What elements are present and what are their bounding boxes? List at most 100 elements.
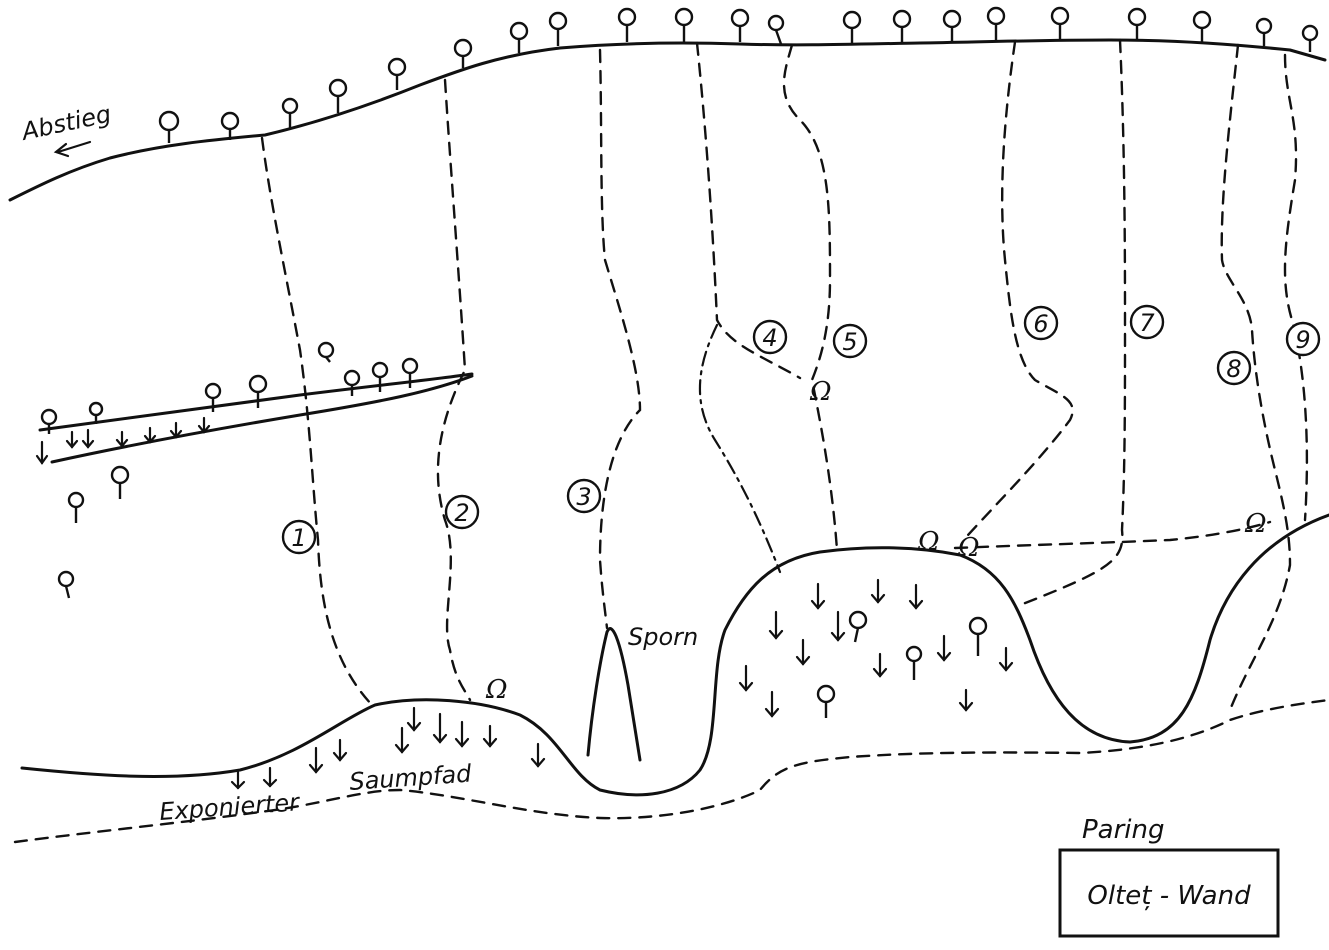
path-label-saumpfad: Saumpfad [348,759,473,796]
route-marker-2: 2 [444,494,480,530]
tree-icon [67,491,85,523]
tree-icon [892,9,912,43]
route-3-line [598,48,642,630]
tree-icon [942,9,962,42]
tree-icon [548,11,568,46]
ledge-trees [40,341,419,599]
route-6-line [966,40,1074,537]
title-box [1058,848,1280,938]
spur-label: Sporn [628,623,698,651]
svg-text:4: 4 [762,324,777,352]
down-arrow-icon [810,582,826,610]
tree-icon [401,357,419,388]
tree-icon [317,341,335,363]
down-arrow-icon [795,638,811,666]
path-label-exposed: Exponierter [158,788,302,826]
tree-icon [767,14,785,45]
down-arrow-icon [394,726,410,754]
lower-terrain-line [20,513,1329,797]
bench-trees [816,610,988,718]
tree-icon [905,645,923,680]
down-arrow-icon [35,440,49,465]
steep-slope-arrows [35,416,1014,790]
tree-icon [110,465,130,499]
down-arrow-icon [308,746,324,774]
tree-icon [387,57,407,90]
belay-symbol: Ω [809,377,832,407]
wall-name-title: Olteț - Wand [1087,881,1251,911]
route-marker-4: 4 [752,319,788,355]
down-arrow-icon [738,664,754,692]
route-marker-7: 7 [1129,304,1165,340]
tree-icon [509,21,529,53]
down-arrow-icon [908,583,924,610]
tree-icon [848,610,868,643]
svg-text:9: 9 [1295,326,1310,354]
belay-symbol: Ω [917,527,940,557]
tree-icon [842,10,862,43]
tree-icon [371,361,389,392]
tree-icon [968,616,988,656]
route-marker-3: 3 [566,478,602,514]
down-arrow-icon [332,738,348,762]
down-arrow-icon [482,724,498,748]
belay-symbol: Ω [1244,509,1267,539]
area-label: Paring [1082,815,1165,845]
ledge-upper-line [38,372,474,432]
tree-icon [57,570,75,599]
route-2-line [436,78,472,702]
route-5-line [782,43,839,552]
down-arrow-icon [143,426,157,444]
tree-icon [248,374,268,408]
down-arrow-icon [454,720,470,748]
svg-text:2: 2 [454,499,469,527]
summit-ridge-line [8,38,1327,202]
down-arrow-icon [764,690,780,718]
tree-icon [204,382,222,412]
down-arrow-icon [870,578,886,604]
down-arrow-icon [197,416,211,434]
down-arrow-icon [406,706,422,732]
down-arrow-icon [230,770,246,790]
down-arrow-icon [768,610,784,640]
tree-icon [1301,24,1319,52]
tree-icon [453,38,473,68]
route-4-line [695,41,802,380]
tree-icon [986,6,1006,42]
tree-icon [343,369,361,396]
down-arrow-icon [169,421,183,439]
tree-icon [158,110,180,143]
ridge-trees [158,6,1319,143]
tree-icon [328,78,348,113]
traverse-line [953,520,1272,550]
tree-icon [617,7,637,42]
tree-icon [220,111,240,140]
down-arrow-icon [958,688,974,712]
down-arrow-icon [830,610,846,642]
route-8-line [1220,43,1292,712]
route-marker-5: 5 [832,323,868,359]
route-marker-1: 1 [281,519,317,555]
belay-symbol: Ω [957,533,980,563]
belay-symbol: Ω [485,675,508,705]
tree-icon [1127,7,1147,40]
route-7-line [1018,38,1127,607]
down-arrow-icon [872,652,888,678]
descent-arrow [53,140,92,158]
down-arrow-icon [432,712,448,744]
down-arrow-icon [81,428,95,449]
route-4-variant-line [698,323,782,574]
down-arrow-icon [530,742,546,768]
svg-text:6: 6 [1033,310,1048,338]
svg-text:5: 5 [842,328,857,356]
tree-icon [88,401,104,424]
descent-label: Abstieg [17,100,113,147]
down-arrow-icon [115,430,129,448]
spur-outline [586,627,642,762]
route-marker-9: 9 [1285,321,1321,357]
route-9-line [1283,53,1309,522]
tree-icon [674,7,694,42]
tree-icon [730,8,750,42]
tree-icon [1192,10,1212,42]
